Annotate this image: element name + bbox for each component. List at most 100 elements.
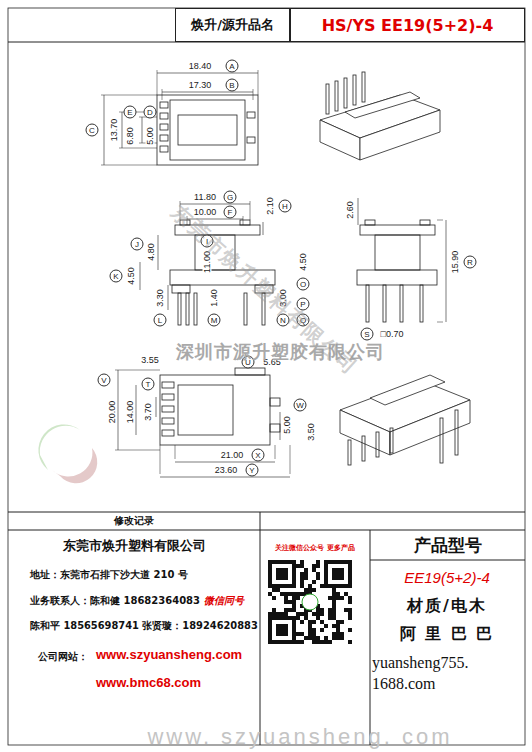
qr-cell — [308, 628, 312, 632]
logo-leaf — [38, 424, 80, 470]
callout-letter: A — [226, 60, 239, 73]
bottom-key — [235, 368, 265, 375]
qr-cell — [300, 576, 304, 580]
iso-front-face — [390, 400, 470, 455]
qr-finder — [332, 568, 344, 580]
pin — [186, 293, 189, 325]
side-bump — [420, 220, 430, 225]
qr-cell — [312, 580, 316, 584]
callout-letter: T — [142, 378, 155, 391]
qr-cell — [324, 636, 328, 640]
extension-line — [253, 89, 254, 100]
qr-cell — [332, 636, 336, 640]
front-bump — [240, 220, 250, 225]
callout-letter: O — [297, 278, 310, 291]
material-note: 阿 里 巴 巴 — [400, 626, 495, 642]
callout-letter: L — [154, 314, 167, 327]
callout-letter: V — [98, 374, 111, 387]
dimension-value: 14.00 — [126, 400, 135, 425]
qr-cell — [300, 584, 304, 588]
qr-cell — [300, 572, 304, 576]
callout-letter: F — [224, 206, 237, 219]
pin-slot — [160, 124, 168, 130]
qr-cell — [296, 596, 300, 600]
pin-tab — [270, 424, 280, 432]
qr-cell — [308, 632, 312, 636]
pin — [383, 285, 386, 322]
qr-cell — [308, 588, 312, 592]
qr-cell — [296, 632, 300, 636]
qr-cell — [332, 592, 336, 596]
qr-cell — [348, 596, 352, 600]
callout-letter: H — [279, 200, 292, 213]
side-bump — [365, 220, 375, 225]
qr-cell — [320, 628, 324, 632]
dimension-line — [156, 397, 157, 417]
company-info-line: 业务联系人：陈和健 18682364083 — [30, 594, 200, 608]
qr-logo — [302, 594, 318, 610]
qr-cell — [308, 636, 312, 640]
dimension-line — [136, 385, 137, 435]
iso-pin — [362, 436, 365, 461]
qr-cell — [276, 588, 280, 592]
dimension-line — [122, 112, 123, 148]
qr-cell — [268, 612, 272, 616]
dimension-value: 5.00 — [146, 126, 155, 146]
iso-pin — [362, 72, 365, 102]
qr-cell — [344, 608, 348, 612]
dimension-value: 6.80 — [126, 126, 135, 146]
dimension-value: 17.30 — [188, 81, 213, 90]
extension-line — [437, 322, 443, 323]
qr-cell — [332, 600, 336, 604]
iso-pin — [376, 432, 379, 457]
dimension-value: 3.30 — [156, 288, 165, 308]
watermark: www. szyuansheng. com — [147, 726, 452, 748]
pin — [420, 285, 423, 322]
company-info-line: www.szyuansheng.com — [96, 647, 242, 662]
iso-core — [370, 375, 445, 405]
pin-tab — [162, 406, 174, 412]
sheet-frame — [8, 8, 525, 745]
pin-tab — [162, 394, 174, 400]
pin-slot — [247, 112, 255, 118]
dimension-value: 3.55 — [140, 356, 160, 365]
side-top-flange — [360, 225, 435, 235]
qr-cell — [324, 624, 328, 628]
qr-cell — [332, 596, 336, 600]
dimension-line — [358, 198, 359, 225]
qr-cell — [336, 592, 340, 596]
qr-cell — [284, 608, 288, 612]
qr-cell — [300, 564, 304, 568]
frame-line — [370, 530, 371, 745]
iso-pin — [390, 428, 393, 453]
qr-cell — [312, 640, 316, 644]
dimension-line — [160, 477, 290, 478]
iso-pin — [353, 75, 356, 105]
qr-cell — [320, 612, 324, 616]
iso-pin — [335, 81, 338, 111]
qr-cell — [332, 604, 336, 608]
qr-cell — [304, 576, 308, 580]
extension-line — [157, 70, 158, 95]
pin — [366, 285, 369, 322]
qr-cell — [300, 640, 304, 644]
logo-leaf — [52, 448, 97, 483]
pin-tab — [270, 398, 280, 406]
callout-letter: G — [224, 191, 237, 204]
extension-line — [250, 201, 251, 220]
qr-cell — [348, 612, 352, 616]
extension-line — [258, 70, 259, 95]
company-info-line: 陈和平 18565698741 张贤璇：18924620883 — [30, 620, 258, 633]
top-view-body — [157, 95, 258, 165]
qr-cell — [348, 640, 352, 644]
extension-line — [162, 89, 163, 100]
qr-cell — [316, 576, 320, 580]
top-view-flange — [170, 100, 245, 160]
dimension-value: 18.40 — [188, 62, 213, 71]
pin — [194, 293, 197, 325]
qr-cell — [296, 592, 300, 596]
dimension-line — [157, 73, 258, 74]
callout-letter: D — [144, 106, 157, 119]
qr-finder — [326, 562, 350, 586]
qr-cell — [348, 600, 352, 604]
